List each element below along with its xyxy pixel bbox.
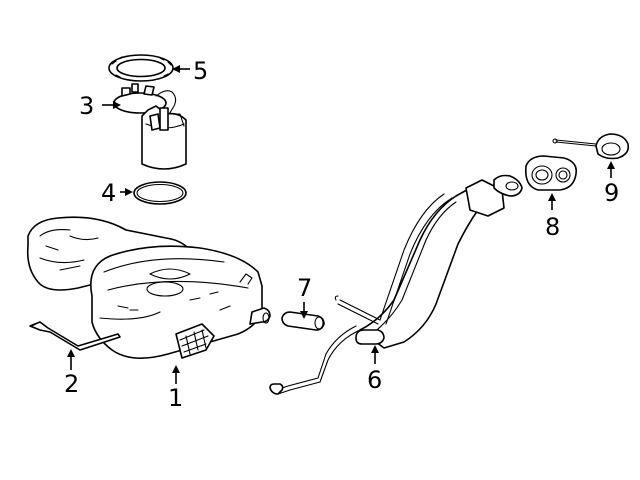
- callout-5: 5: [193, 57, 208, 85]
- filler-pipe-part: [269, 174, 523, 395]
- callout-8: 8: [545, 213, 560, 241]
- callout-1: 1: [168, 384, 183, 412]
- callout-9: 9: [604, 179, 619, 207]
- callout-3: 3: [79, 92, 94, 120]
- callout-labels: 5 3 4 2 1 7 6 8 9: [64, 57, 619, 412]
- callout-2: 2: [64, 370, 79, 398]
- callout-4: 4: [101, 179, 116, 207]
- callout-7: 7: [297, 274, 312, 302]
- filler-grommet-part: [524, 155, 578, 191]
- fuel-cap-part: [552, 133, 630, 160]
- tank-strap-part: [29, 321, 121, 351]
- lock-ring-part: [108, 54, 174, 82]
- fuel-pump-module-part: [113, 83, 187, 170]
- o-ring-part: [133, 181, 187, 205]
- leader-lines: [67, 65, 615, 384]
- hose-part: [281, 311, 325, 331]
- callout-6: 6: [367, 366, 382, 394]
- fuel-tank-part: [26, 216, 271, 359]
